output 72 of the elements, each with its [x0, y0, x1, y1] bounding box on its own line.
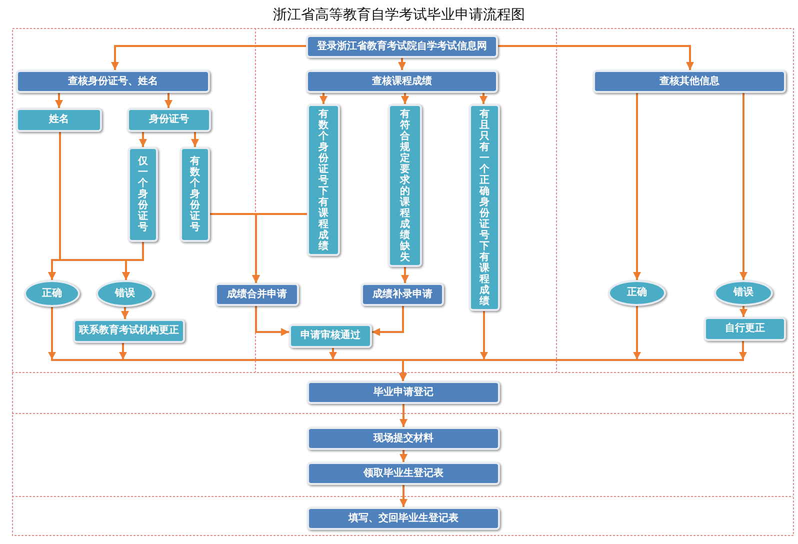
node-label: 有符合规定要求的课程成绩缺失: [400, 108, 410, 262]
process-box: [704, 317, 786, 341]
arrow: [401, 267, 409, 283]
node-label: 申请审核通过: [300, 330, 360, 342]
node-label: 查核课程成绩: [372, 76, 432, 88]
node-label: 领取毕业生登记表: [364, 468, 444, 480]
process-box: [16, 108, 102, 132]
arrow: [399, 341, 744, 381]
arrow: [401, 93, 409, 104]
node-label: 身份证号: [149, 114, 189, 126]
process-box: [73, 319, 185, 343]
node-label: 仅一个身份证号: [138, 156, 148, 233]
oval-node: [96, 280, 154, 307]
process-box: [469, 104, 500, 311]
process-box: [215, 283, 299, 306]
process-box: [388, 104, 422, 267]
process-box: [307, 462, 500, 485]
node-label: 姓名: [49, 114, 69, 126]
arrow: [400, 404, 408, 427]
node-label: 毕业申请登记: [374, 386, 434, 398]
process-box: [306, 70, 498, 93]
arrow: [372, 306, 404, 336]
node-label: 填写、交回毕业生登记表: [348, 512, 458, 524]
arrow: [111, 45, 306, 70]
arrow: [400, 485, 408, 507]
arrow: [480, 93, 488, 104]
process-box: [127, 108, 211, 132]
process-box: [16, 70, 210, 93]
process-box: [361, 283, 444, 306]
oval-node: [24, 280, 80, 307]
node-label: 错误: [734, 287, 754, 299]
arrow: [498, 45, 694, 70]
process-box: [307, 507, 500, 530]
node-label: 查核身份证号、姓名: [68, 76, 158, 88]
node-label: 自行更正: [725, 323, 765, 335]
node-label: 正确: [42, 288, 62, 300]
process-box: [307, 381, 500, 404]
node-label: 登录浙江省教育考试院自学考试信息网: [317, 40, 487, 52]
arrow: [320, 93, 328, 104]
oval-node: [608, 280, 666, 306]
arrow: [191, 132, 199, 147]
arrow: [400, 450, 408, 462]
node-label: 现场提交材料: [374, 432, 434, 444]
node-label: 有且只有一个正确身份证号下有课程成绩: [480, 108, 490, 306]
process-box: [289, 324, 372, 348]
arrow: [121, 307, 129, 319]
node-label: 有数个身份证号: [190, 156, 200, 233]
arrow: [633, 93, 641, 280]
process-box: [180, 147, 210, 242]
arrow: [55, 93, 63, 108]
node-label: 联系教育考试机构更正: [79, 325, 179, 337]
arrow: [164, 93, 172, 108]
process-box: [128, 147, 158, 242]
node-label: 正确: [627, 287, 647, 299]
process-box: [593, 70, 786, 93]
process-box: [307, 104, 340, 256]
arrow: [740, 93, 748, 280]
diagram-title: 浙江省高等教育自学考试毕业申请流程图: [273, 6, 525, 24]
node-label: 成绩补录申请: [372, 288, 432, 300]
node-label: 错误: [115, 288, 135, 300]
arrow: [740, 306, 748, 317]
node-label: 成绩合并申请: [227, 288, 287, 300]
arrow: [139, 132, 147, 147]
node-label: 查核其他信息: [660, 76, 720, 88]
oval-node: [714, 280, 773, 306]
process-box: [306, 35, 498, 58]
process-box: [307, 427, 500, 450]
arrow: [398, 58, 406, 70]
arrow: [252, 213, 307, 283]
node-label: 有数个身份证号下有课程成绩: [318, 108, 328, 252]
arrow: [122, 242, 144, 280]
arrow: [255, 306, 289, 336]
